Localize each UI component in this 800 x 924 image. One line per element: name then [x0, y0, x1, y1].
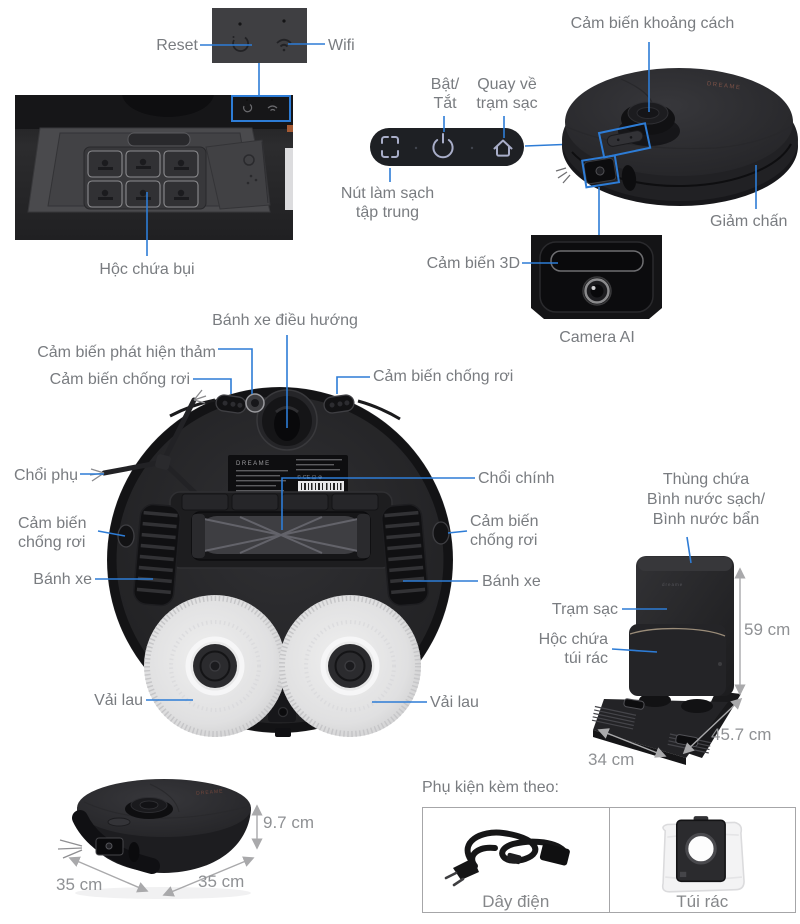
sensor-3d-label: Cảm biến 3D: [426, 255, 520, 272]
instruction-icons: [87, 150, 199, 208]
camera-ai-label: Camera AI: [559, 329, 635, 346]
robot-top-photo: DREAME: [555, 68, 798, 206]
arrow-robot-width-right: [162, 856, 255, 897]
svg-text:DREAME: DREAME: [236, 461, 271, 467]
carpet-sensor: [245, 393, 265, 413]
reset-icon: [232, 36, 249, 52]
leader-carpet-sensor: [218, 348, 253, 394]
reset-label: Reset: [156, 37, 198, 54]
svg-text:DREAME: DREAME: [196, 788, 224, 796]
power-cord-image: [444, 829, 570, 887]
leader-cliff-top-right: [336, 376, 370, 394]
dock-station-label: Trạm sạc: [551, 601, 618, 618]
mop-pad-right: [279, 595, 421, 737]
accessory-cell-dust-bag: Túi rác: [608, 808, 796, 912]
cliff-sensor-mid-right-label: Cảm biến chống rơi: [470, 513, 539, 549]
arrow-dock-width: [597, 728, 667, 758]
main-brush-unit: [169, 491, 393, 569]
dock-height-dim: 59 cm: [744, 620, 791, 639]
dust-bag-compartment-label: Hộc chứa túi rác: [538, 631, 608, 667]
dust-bin-label: Hộc chứa bụi: [99, 261, 195, 278]
arrow-dock-depth: [682, 697, 743, 755]
cliff-sensor-top-right-label: Cảm biến chống rơi: [373, 368, 514, 385]
spec-plate: DREAME © CE ⊡ ⊕: [228, 455, 348, 498]
spot-clean-label: Nút làm sạch tập trung: [340, 185, 435, 221]
cliff-sensor-mid-right: [432, 521, 450, 545]
dust-bag-image: [662, 816, 746, 893]
water-tank-label: Thùng chứa Bình nước sạch/ Bình nước bẩn: [646, 471, 766, 528]
dock-depth-dim: 45.7 cm: [711, 725, 772, 744]
camera-closeup-photo: [531, 235, 662, 319]
sensor-3d-slot: [550, 250, 644, 272]
leader-water-tank: [686, 536, 692, 564]
svg-text:dreame: dreame: [662, 582, 683, 587]
accessories-table: Dây điện Túi rác: [422, 807, 796, 913]
robot-bottom-photo: DREAME © CE ⊡ ⊕: [89, 387, 453, 737]
highlight-reset-wifi-area: [231, 95, 291, 122]
wheel-left: [133, 503, 181, 607]
dreame-logo: DREAME: [707, 81, 742, 91]
robot-width-right-dim: 35 cm: [198, 872, 245, 891]
spot-clean-icon: [381, 136, 399, 158]
dust-bag-bin: [629, 624, 726, 696]
mop-pad-left: [144, 595, 286, 737]
power-icon: [432, 133, 454, 159]
side-brush-label: Chổi phụ: [13, 467, 78, 484]
leader-cliff-top-left: [193, 378, 232, 394]
bumper-label: Giảm chấn: [710, 213, 788, 230]
leader-main-brush: [281, 477, 475, 530]
arrow-robot-width-left: [68, 856, 149, 893]
wheel-left-label: Bánh xe: [33, 571, 92, 588]
mop-right-label: Vải lau: [430, 694, 479, 711]
mop-left-label: Vải lau: [94, 692, 143, 709]
leader-cliff-mid-right: [447, 530, 468, 534]
leader-cliff-mid-left: [97, 530, 126, 537]
cliff-sensor-mid-left: [117, 524, 135, 548]
accessories-heading: Phụ kiện kèm theo:: [422, 779, 559, 796]
cliff-sensor-mid-left-label: Cảm biến chống rơi: [18, 515, 87, 551]
highlight-3d-sensor: [581, 154, 621, 189]
dock-return-label: Quay về trạm sạc: [476, 76, 538, 112]
highlight-buttons: [597, 122, 652, 159]
reset-wifi-closeup-photo: [212, 8, 307, 63]
dust-bag-caption: Túi rác: [676, 892, 729, 911]
dock-return-icon: [493, 139, 513, 157]
main-brush-label: Chổi chính: [478, 470, 555, 487]
power-label: Bật/ Tắt: [430, 76, 460, 112]
accessory-cell-power-cord: Dây điện: [423, 808, 609, 912]
power-cord-caption: Dây điện: [482, 892, 550, 911]
dock-width-dim: 34 cm: [588, 750, 635, 769]
cliff-sensor-top-right: [323, 394, 355, 414]
dust-bin-photo: [15, 95, 293, 240]
wifi-label: Wifi: [328, 37, 355, 54]
robot-width-left-dim: 35 cm: [56, 875, 103, 894]
distance-sensor-label: Cảm biến khoảng cách: [570, 15, 735, 32]
wifi-icon: [276, 38, 292, 52]
caster-wheel-label: Bánh xe điều hướng: [212, 312, 358, 329]
control-panel-closeup: [370, 128, 524, 166]
cliff-sensor-top-left-label: Cảm biến chống rơi: [49, 371, 190, 388]
camera-lens: [582, 276, 612, 306]
wheel-right-label: Bánh xe: [482, 573, 541, 590]
carpet-sensor-label: Cảm biến phát hiện thảm: [37, 344, 216, 361]
wheel-right: [381, 503, 429, 607]
robot-height-dim: 9.7 cm: [263, 813, 315, 832]
leader-dust-bag-compartment: [611, 648, 658, 653]
